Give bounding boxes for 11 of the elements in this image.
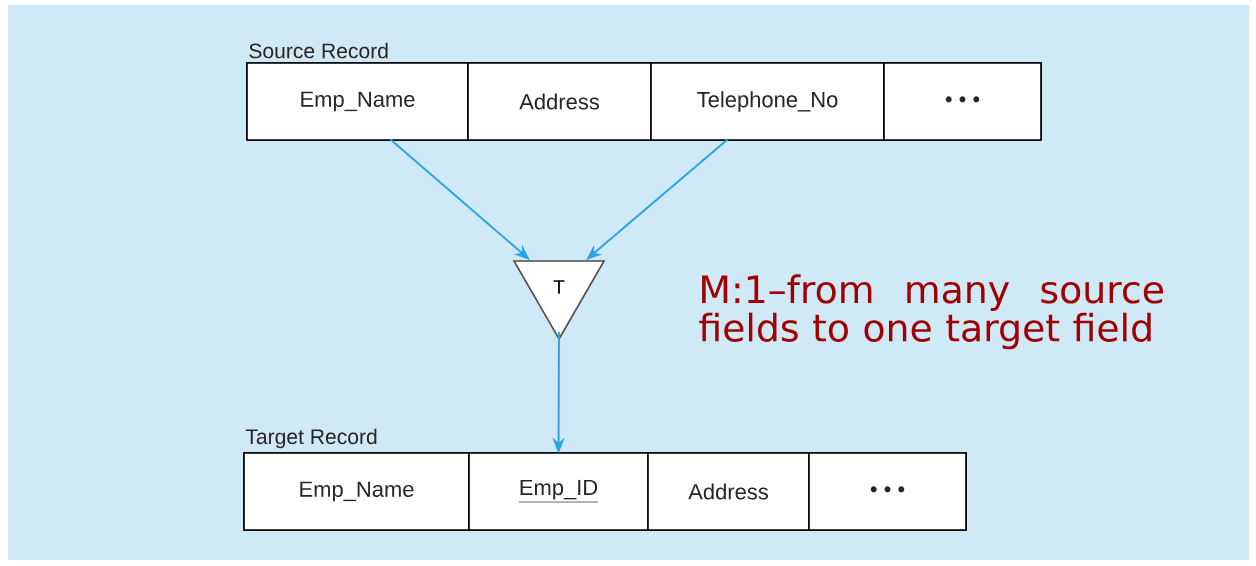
field-cell: Emp_ID xyxy=(468,452,649,531)
field-cell: Emp_Name xyxy=(243,452,470,531)
field-cell: • • • xyxy=(883,62,1042,141)
node-label: Source Record xyxy=(249,42,388,59)
field-cell: • • • xyxy=(808,452,967,531)
field-cell: Address xyxy=(467,62,652,141)
field-cell: Telephone_No xyxy=(650,62,885,141)
field-cell: Address xyxy=(647,452,810,531)
node-label: Target Record xyxy=(245,428,377,449)
field-cell: Emp_Name xyxy=(246,62,469,141)
note-text: M:1–from many source fields to one target field xyxy=(699,274,1163,350)
